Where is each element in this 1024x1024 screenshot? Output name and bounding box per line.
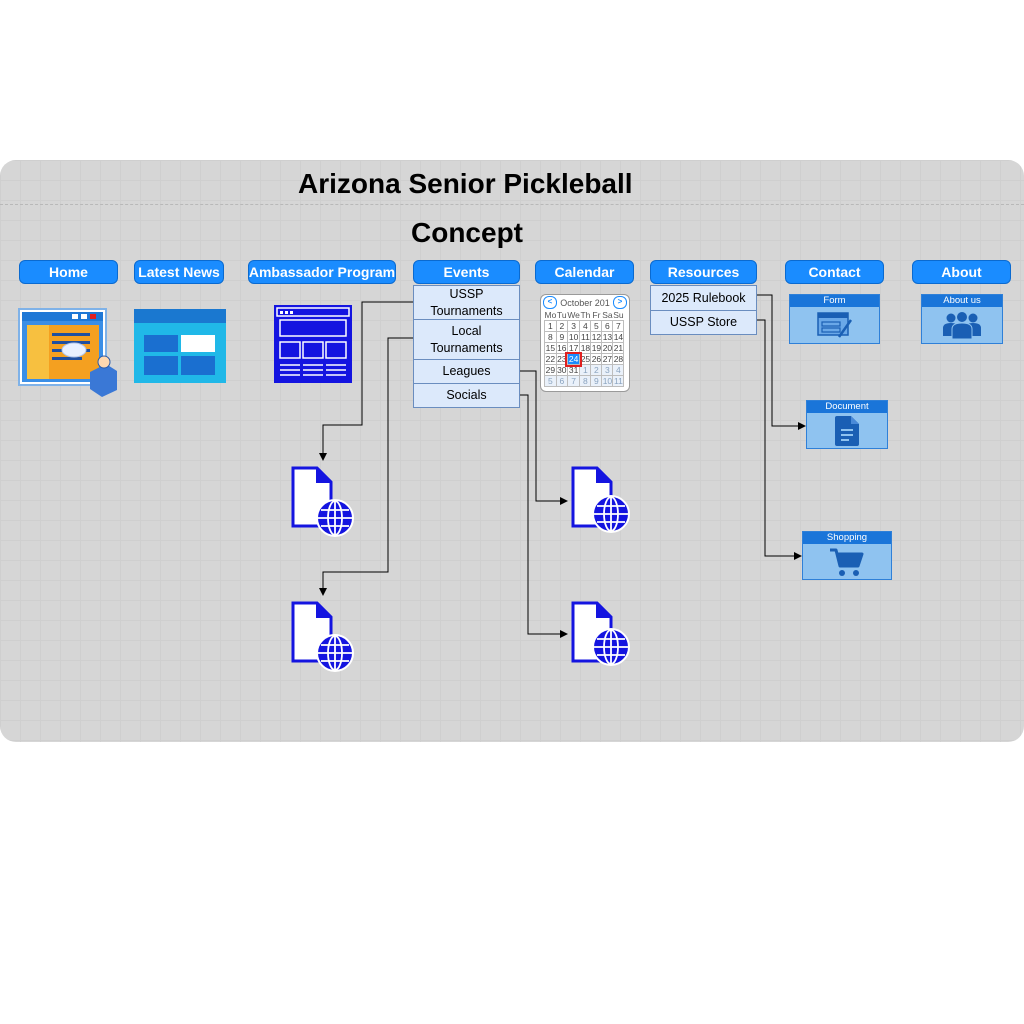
calendar-weekday: We [567, 310, 580, 320]
resources-menu: 2025 Rulebook USSP Store [650, 285, 757, 335]
calendar-prev-icon[interactable]: < [543, 296, 557, 309]
nav-about-button[interactable]: About [912, 260, 1011, 284]
nav-latest-news-button[interactable]: Latest News [134, 260, 224, 284]
events-menu-local-tournaments[interactable]: Local Tournaments [414, 320, 519, 360]
diagram-canvas [0, 160, 1024, 742]
calendar-day[interactable]: 24 [565, 351, 582, 367]
calendar-month-label: October 201 [560, 297, 610, 308]
document-icon [835, 415, 859, 446]
web-page-icon [571, 466, 630, 533]
events-menu-leagues[interactable]: Leagues [414, 360, 519, 384]
resources-menu-ussp-store[interactable]: USSP Store [669, 315, 738, 329]
connector-socials [520, 394, 568, 638]
connector-rulebook [757, 294, 806, 430]
nav-resources-button[interactable]: Resources [650, 260, 757, 284]
nav-contact-button[interactable]: Contact [785, 260, 884, 284]
web-page-icon [291, 466, 354, 537]
calendar-next-icon[interactable]: > [613, 296, 627, 309]
web-page-icon [291, 601, 354, 672]
events-menu-socials[interactable]: Socials [446, 388, 487, 402]
calendar-day[interactable]: 8 [579, 375, 592, 387]
diagram-title: Arizona Senior Pickleball [298, 168, 633, 199]
document-card[interactable]: Document [806, 400, 888, 449]
events-menu: USSP Tournaments Local Tournaments Leagu… [413, 285, 520, 408]
diagram-subtitle: Concept [411, 217, 523, 248]
calendar-weekday: Sa [602, 310, 613, 320]
nav-ambassador-program-button[interactable]: Ambassador Program [248, 260, 396, 284]
latest-news-illustration-icon [134, 309, 226, 383]
people-group-icon [943, 311, 981, 340]
calendar-day[interactable]: 14 [612, 331, 625, 343]
about-us-card-title: About us [922, 295, 1002, 307]
connector-ussp-tournaments [319, 301, 413, 461]
calendar-weekday: Mo [544, 310, 557, 320]
title-divider [0, 204, 1024, 205]
connector-ussp-store [757, 319, 802, 560]
form-icon [816, 312, 852, 338]
form-card-title: Form [790, 295, 879, 307]
ambassador-page-wireframe-icon [274, 305, 352, 383]
calendar-weekday: Tu [557, 310, 567, 320]
connector-local-tournaments [319, 337, 413, 596]
calendar-day[interactable]: 11 [612, 375, 625, 387]
resources-menu-rulebook[interactable]: 2025 Rulebook [651, 286, 756, 311]
about-us-card[interactable]: About us [921, 294, 1003, 344]
calendar-day[interactable]: 9 [590, 375, 603, 387]
document-card-title: Document [807, 401, 887, 413]
calendar-day[interactable]: 30 [555, 364, 568, 376]
calendar-weekday: Su [613, 310, 624, 320]
nav-home-button[interactable]: Home [19, 260, 118, 284]
web-page-icon [571, 601, 630, 666]
calendar-weekday: Th [580, 310, 591, 320]
calendar-weekday: Fr [592, 310, 601, 320]
shopping-card[interactable]: Shopping [802, 531, 892, 580]
nav-calendar-button[interactable]: Calendar [535, 260, 634, 284]
events-menu-ussp-tournaments[interactable]: USSP Tournaments [414, 286, 519, 320]
nav-events-button[interactable]: Events [413, 260, 520, 284]
form-card[interactable]: Form [789, 294, 880, 344]
connector-leagues [520, 370, 568, 505]
home-page-illustration-icon [18, 308, 117, 397]
shopping-cart-icon [830, 548, 864, 576]
calendar-day[interactable]: 28 [612, 353, 625, 365]
calendar-day[interactable]: 6 [555, 375, 568, 387]
shopping-card-title: Shopping [803, 532, 891, 544]
